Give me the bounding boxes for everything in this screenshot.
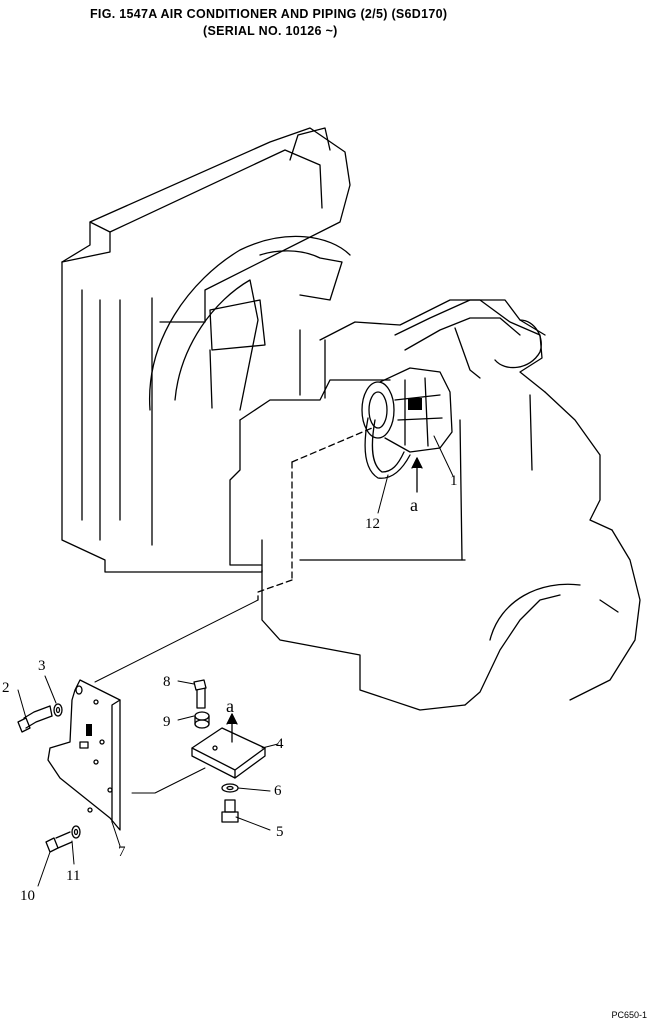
view-arrow-lower [226,713,238,743]
bolt-item-5 [221,799,239,823]
washer-item-11 [71,825,81,839]
assembly-leader-lines [94,599,259,794]
drive-belt [364,417,411,479]
bracket-plate [47,679,121,831]
figure-title-line2: (SERIAL NO. 10126 ~) [203,24,338,38]
figure-title-line1: FIG. 1547A AIR CONDITIONER AND PIPING (2… [90,7,448,21]
callout-7: 7 [118,844,126,860]
washer-item-3 [53,703,63,717]
bolt-item-2 [17,705,53,733]
view-marker-a-upper: a [410,495,418,515]
footer-code: PC650-1 [611,1010,647,1020]
callout-5: 5 [276,824,284,840]
view-marker-a-lower: a [226,696,234,716]
callout-8: 8 [163,674,171,690]
reference-dashed-lines [257,427,373,601]
callout-4: 4 [276,736,284,752]
bolt-item-10 [45,831,73,853]
callout-12: 12 [365,516,380,532]
callout-1: 1 [450,473,458,489]
compressor [361,367,453,453]
fan-shroud-outline [149,235,351,411]
callout-9: 9 [163,714,171,730]
callout-11: 11 [66,868,80,884]
radiator-outline [61,127,351,573]
callout-6: 6 [274,783,282,799]
engine-block-outline [229,299,641,711]
washer-item-6 [221,783,239,793]
mounting-plate-item-4 [191,727,266,779]
callout-leaders [17,435,454,887]
spacer-item-9 [194,711,210,729]
bolt-item-8 [193,679,207,709]
callout-2: 2 [2,680,10,696]
view-arrow-upper [411,457,423,493]
callout-10: 10 [20,888,35,904]
piping-hose [394,299,546,379]
callout-3: 3 [38,658,46,674]
